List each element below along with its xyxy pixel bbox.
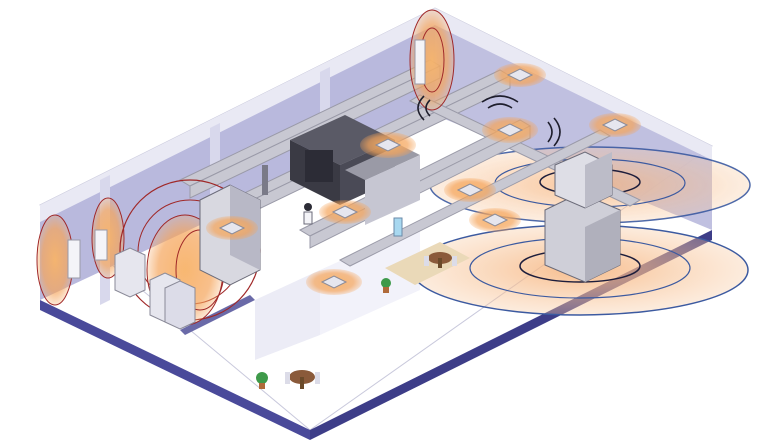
wall-radiator-icon xyxy=(414,39,426,85)
wall-radiator-icon xyxy=(94,229,108,261)
electrical-cabinet-icon xyxy=(114,247,196,330)
ceiling-air-diffuser-icon xyxy=(494,63,546,87)
round-table-icon xyxy=(424,252,457,268)
ceiling-air-diffuser-icon xyxy=(469,208,521,232)
potted-plant-icon xyxy=(381,278,391,293)
round-table-icon xyxy=(285,370,320,389)
ceiling-air-diffuser-icon xyxy=(306,269,362,295)
water-cooler-icon xyxy=(393,217,403,237)
signal-wave-icon xyxy=(417,95,561,147)
ceiling-air-diffuser-icon xyxy=(589,113,641,137)
office-worker-icon xyxy=(303,203,313,225)
rooftop-hvac-unit-icon xyxy=(544,151,621,283)
ceiling-air-diffusers xyxy=(206,63,641,295)
potted-plant-icon xyxy=(256,372,268,389)
wall-radiator-icon xyxy=(67,239,81,279)
ceiling-air-diffuser-icon xyxy=(360,132,416,158)
ceiling-air-diffuser-icon xyxy=(444,178,496,202)
wall-radiator-back xyxy=(409,9,455,111)
signal-light-tower xyxy=(262,165,268,195)
production-machine-icon xyxy=(305,150,333,182)
ceiling-air-diffuser-icon xyxy=(482,117,538,143)
ceiling-air-diffuser-icon xyxy=(206,216,258,240)
ceiling-air-diffuser-icon xyxy=(319,200,371,224)
wall-radiator-left xyxy=(36,214,81,306)
